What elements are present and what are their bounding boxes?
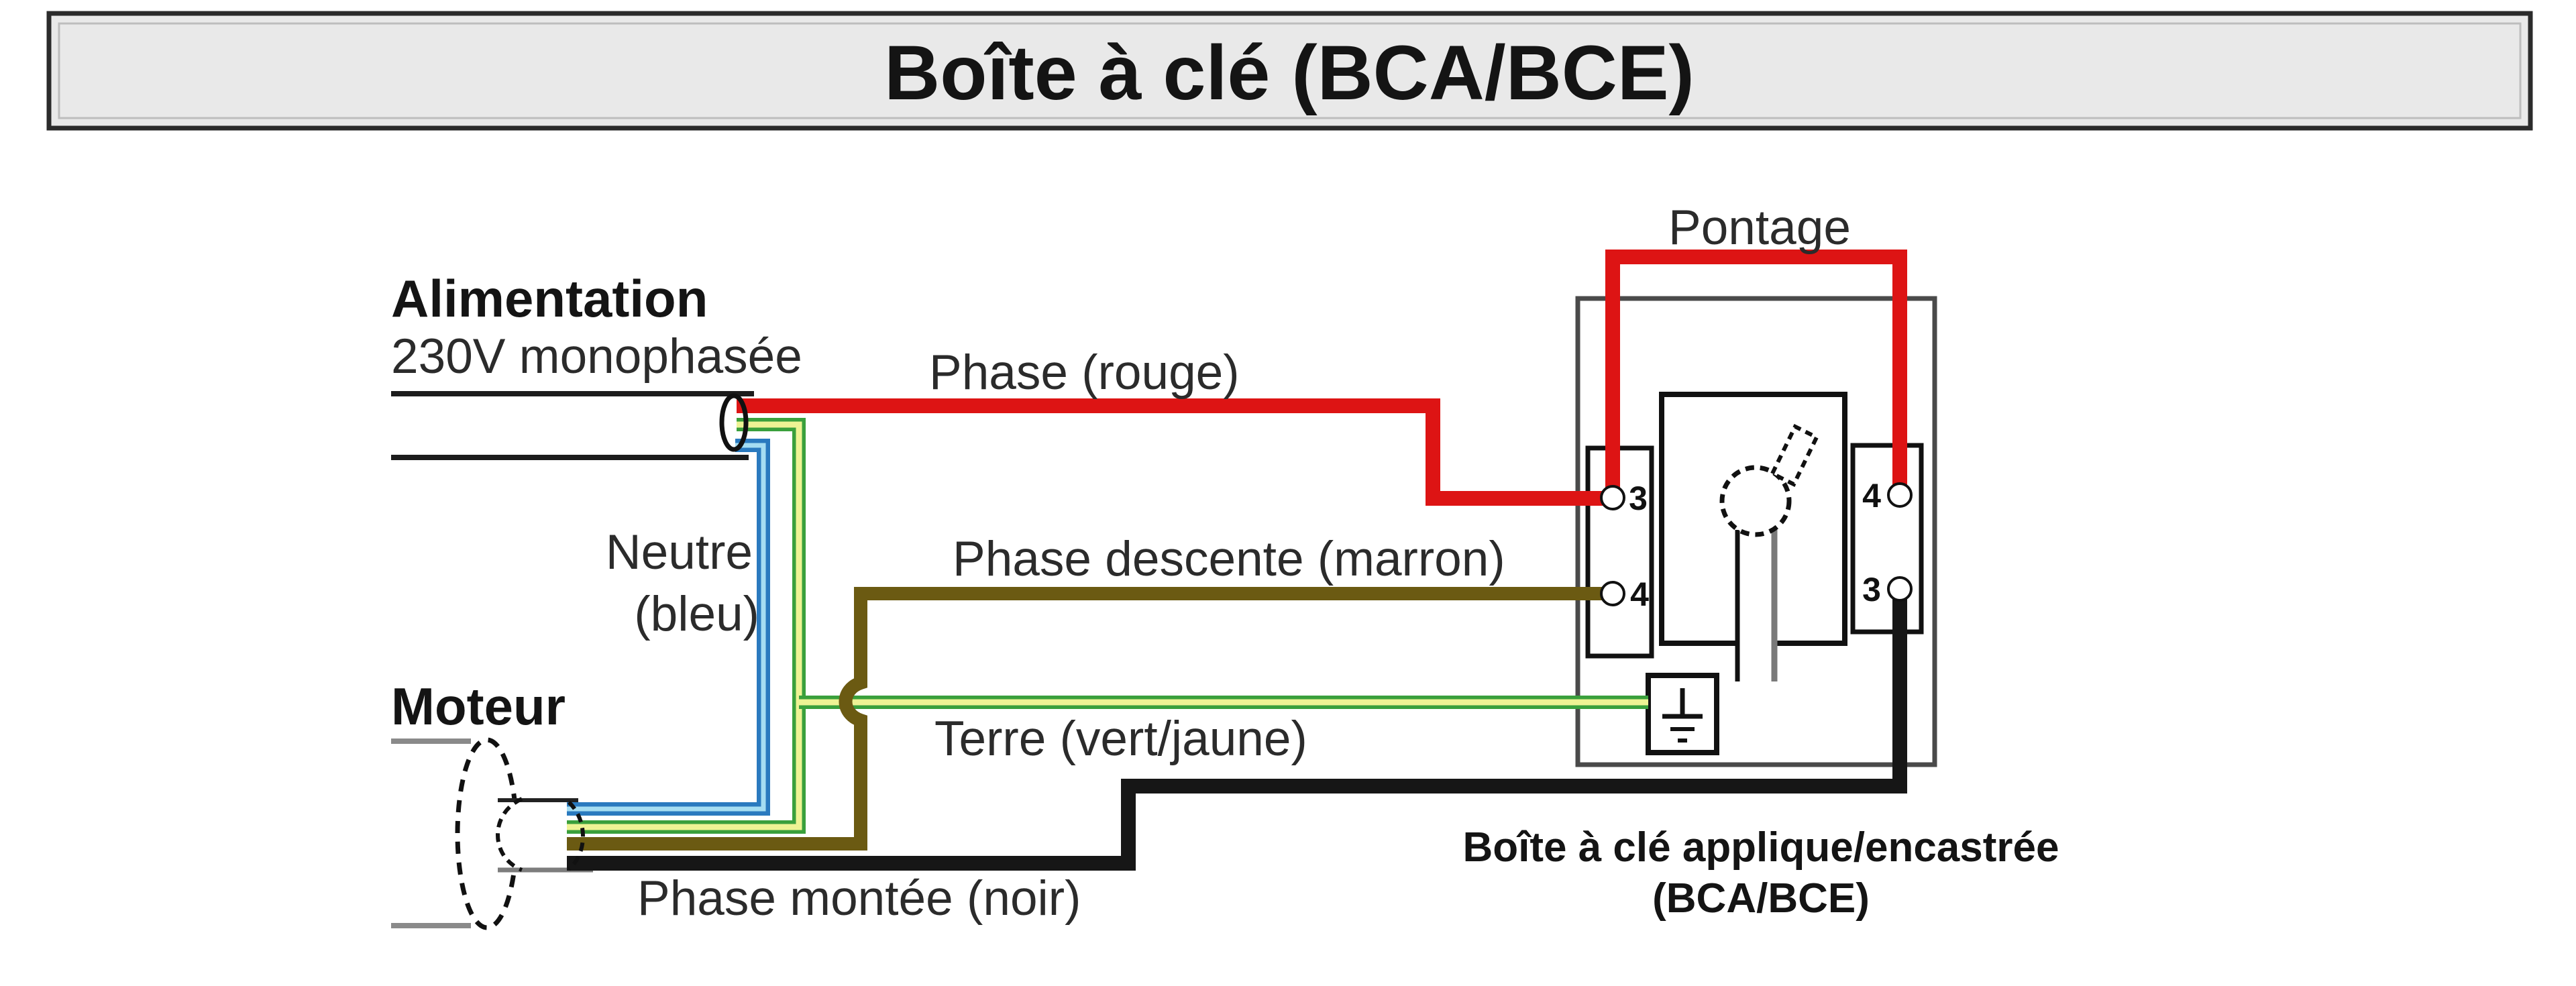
- phase-descente-wire: [567, 587, 1613, 851]
- phase-rouge-wire: [737, 398, 1613, 506]
- terminal-numbers: 3 4 4 3: [1629, 477, 1881, 613]
- junction-loop: [719, 393, 749, 452]
- title-banner-box: [46, 11, 2533, 131]
- terminal-number-left-bottom: 4: [1630, 576, 1649, 613]
- caption-line2: (BCA/BCE): [1652, 875, 1870, 922]
- label-terre: Terre (vert/jaune): [934, 712, 1307, 766]
- labels: Alimentation 230V monophasée Phase (roug…: [391, 201, 2059, 926]
- key-icon: [1719, 423, 1819, 537]
- terminal-contact-left-top: [1600, 485, 1625, 510]
- terminal-contact-left-bottom: [1600, 581, 1625, 606]
- label-pontage: Pontage: [1668, 201, 1851, 255]
- page-title: Boîte à clé (BCA/BCE): [884, 30, 1695, 116]
- motor-cable-gland-left-arc: [496, 797, 523, 872]
- label-neutre-bleu: (bleu): [634, 587, 759, 641]
- terminal-number-left-top: 3: [1629, 480, 1648, 517]
- power-supply: [391, 391, 754, 460]
- terminal-number-right-top: 4: [1862, 477, 1881, 514]
- pontage-wire: [1605, 250, 1907, 502]
- terminal-contact-right-bottom: [1887, 576, 1913, 602]
- title-banner: Boîte à clé (BCA/BCE): [46, 11, 2533, 131]
- motor-icon: [391, 737, 593, 930]
- key-stem: [1770, 423, 1819, 488]
- label-phase-descente: Phase descente (marron): [953, 532, 1505, 586]
- neutre-wire-highlight: [567, 443, 766, 812]
- caption-line1: Boîte à clé applique/encastrée: [1462, 824, 2059, 871]
- terre-wire-core: [567, 421, 802, 830]
- label-neutre: Neutre: [606, 525, 753, 580]
- title-banner-inner-border: [58, 22, 2522, 119]
- terminal-contacts: [1600, 482, 1913, 606]
- earth-icon: [1646, 673, 1719, 755]
- phase-montee-wire: [567, 590, 1907, 871]
- key-head: [1719, 465, 1792, 537]
- label-phase-rouge: Phase (rouge): [929, 345, 1240, 400]
- label-alimentation: Alimentation: [391, 269, 708, 328]
- label-moteur: Moteur: [391, 677, 566, 736]
- wires: [567, 250, 1907, 871]
- terminal-contact-right-top: [1887, 482, 1913, 508]
- key-box: [1575, 296, 1937, 767]
- terminal-number-right-bottom: 3: [1862, 571, 1881, 608]
- motor-cable-end-arc: [567, 800, 585, 871]
- label-alimentation-voltage: 230V monophasée: [391, 329, 802, 384]
- terminal-strip-right: [1850, 443, 1924, 635]
- label-phase-montee: Phase montée (noir): [637, 871, 1081, 926]
